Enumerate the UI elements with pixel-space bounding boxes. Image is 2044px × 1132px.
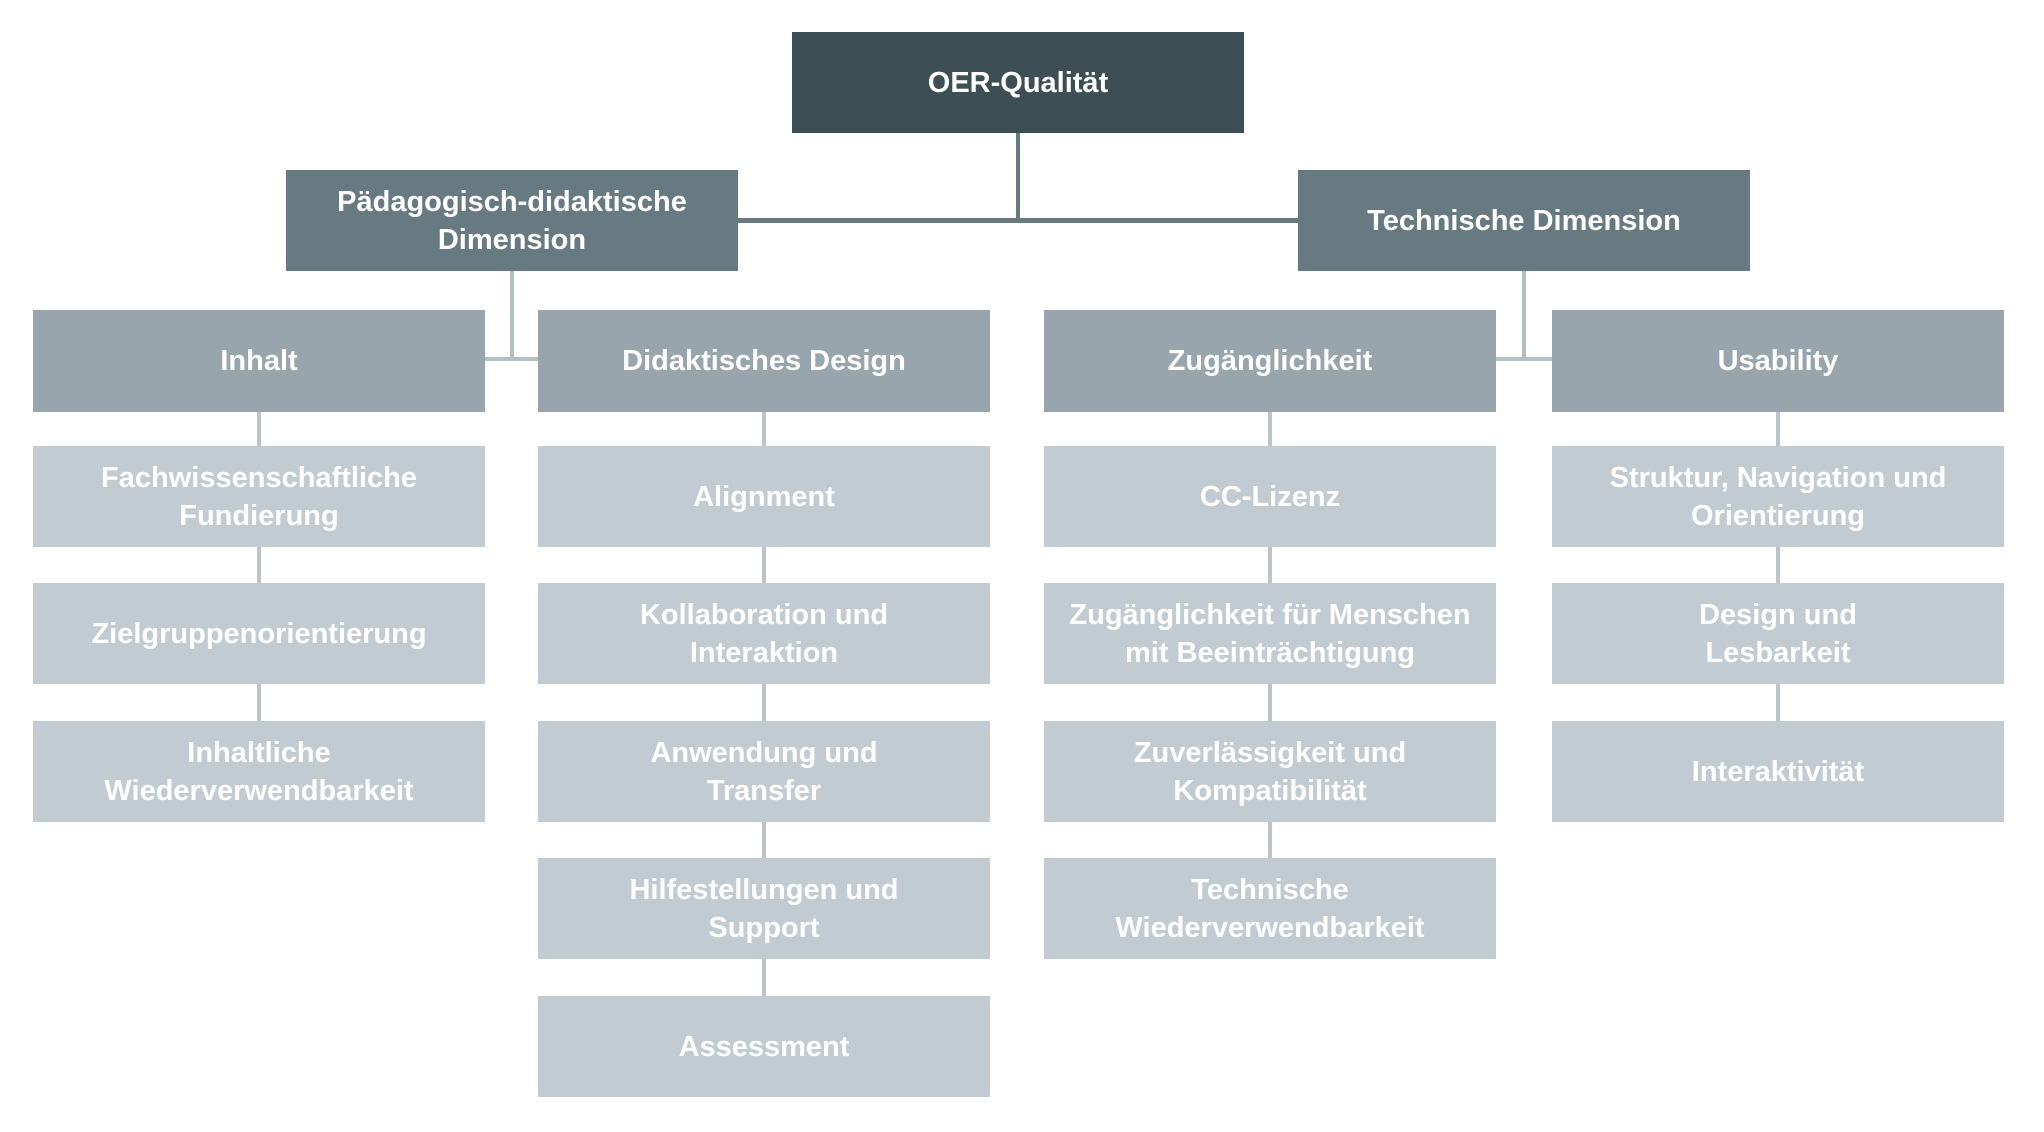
node-oer-qualitaet: OER-Qualität xyxy=(792,32,1244,133)
leaf-zugaenglichkeit-fuer-menschen: Zugänglichkeit für Menschen mit Beeinträ… xyxy=(1044,583,1496,684)
spine-inhalt xyxy=(257,412,261,721)
leaf-alignment: Alignment xyxy=(538,446,990,547)
leaf-design-und-lesbarkeit: Design und Lesbarkeit xyxy=(1552,583,2004,684)
spine-usability xyxy=(1776,412,1780,721)
leaf-zuverlaessigkeit-und-kompatibilitaet: Zuverlässigkeit und Kompatibilität xyxy=(1044,721,1496,822)
node-header-usability: Usability xyxy=(1552,310,2004,412)
connector-root-vertical xyxy=(1016,133,1020,223)
leaf-cc-lizenz: CC-Lizenz xyxy=(1044,446,1496,547)
leaf-assessment: Assessment xyxy=(538,996,990,1097)
node-dim-paedagogisch-didaktisch: Pädagogisch-didaktische Dimension xyxy=(286,170,738,271)
leaf-technische-wiederverwendbarkeit: Technische Wiederverwendbarkeit xyxy=(1044,858,1496,959)
leaf-struktur-navigation-orientierung: Struktur, Navigation und Orientierung xyxy=(1552,446,2004,547)
connector-paedagogisch-vertical xyxy=(510,271,514,361)
leaf-inhaltliche-wiederverwendbarkeit: Inhaltliche Wiederverwendbarkeit xyxy=(33,721,485,822)
connector-technisch-vertical xyxy=(1522,271,1526,361)
node-header-zugaenglichkeit: Zugänglichkeit xyxy=(1044,310,1496,412)
leaf-anwendung-und-transfer: Anwendung und Transfer xyxy=(538,721,990,822)
leaf-fachwissenschaftliche-fundierung: Fachwissenschaftliche Fundierung xyxy=(33,446,485,547)
node-dim-technisch: Technische Dimension xyxy=(1298,170,1750,271)
leaf-interaktivitaet: Interaktivität xyxy=(1552,721,2004,822)
leaf-kollaboration-und-interaktion: Kollaboration und Interaktion xyxy=(538,583,990,684)
connector-dimensions-horizontal xyxy=(738,218,1298,223)
node-header-inhalt: Inhalt xyxy=(33,310,485,412)
spine-didaktisches-design xyxy=(762,412,766,996)
connector-zugaenglichkeit-usability-horizontal xyxy=(1496,357,1552,361)
leaf-hilfestellungen-und-support: Hilfestellungen und Support xyxy=(538,858,990,959)
leaf-zielgruppenorientierung: Zielgruppenorientierung xyxy=(33,583,485,684)
node-header-didaktisches-design: Didaktisches Design xyxy=(538,310,990,412)
connector-inhalt-didaktisch-horizontal xyxy=(485,357,538,361)
